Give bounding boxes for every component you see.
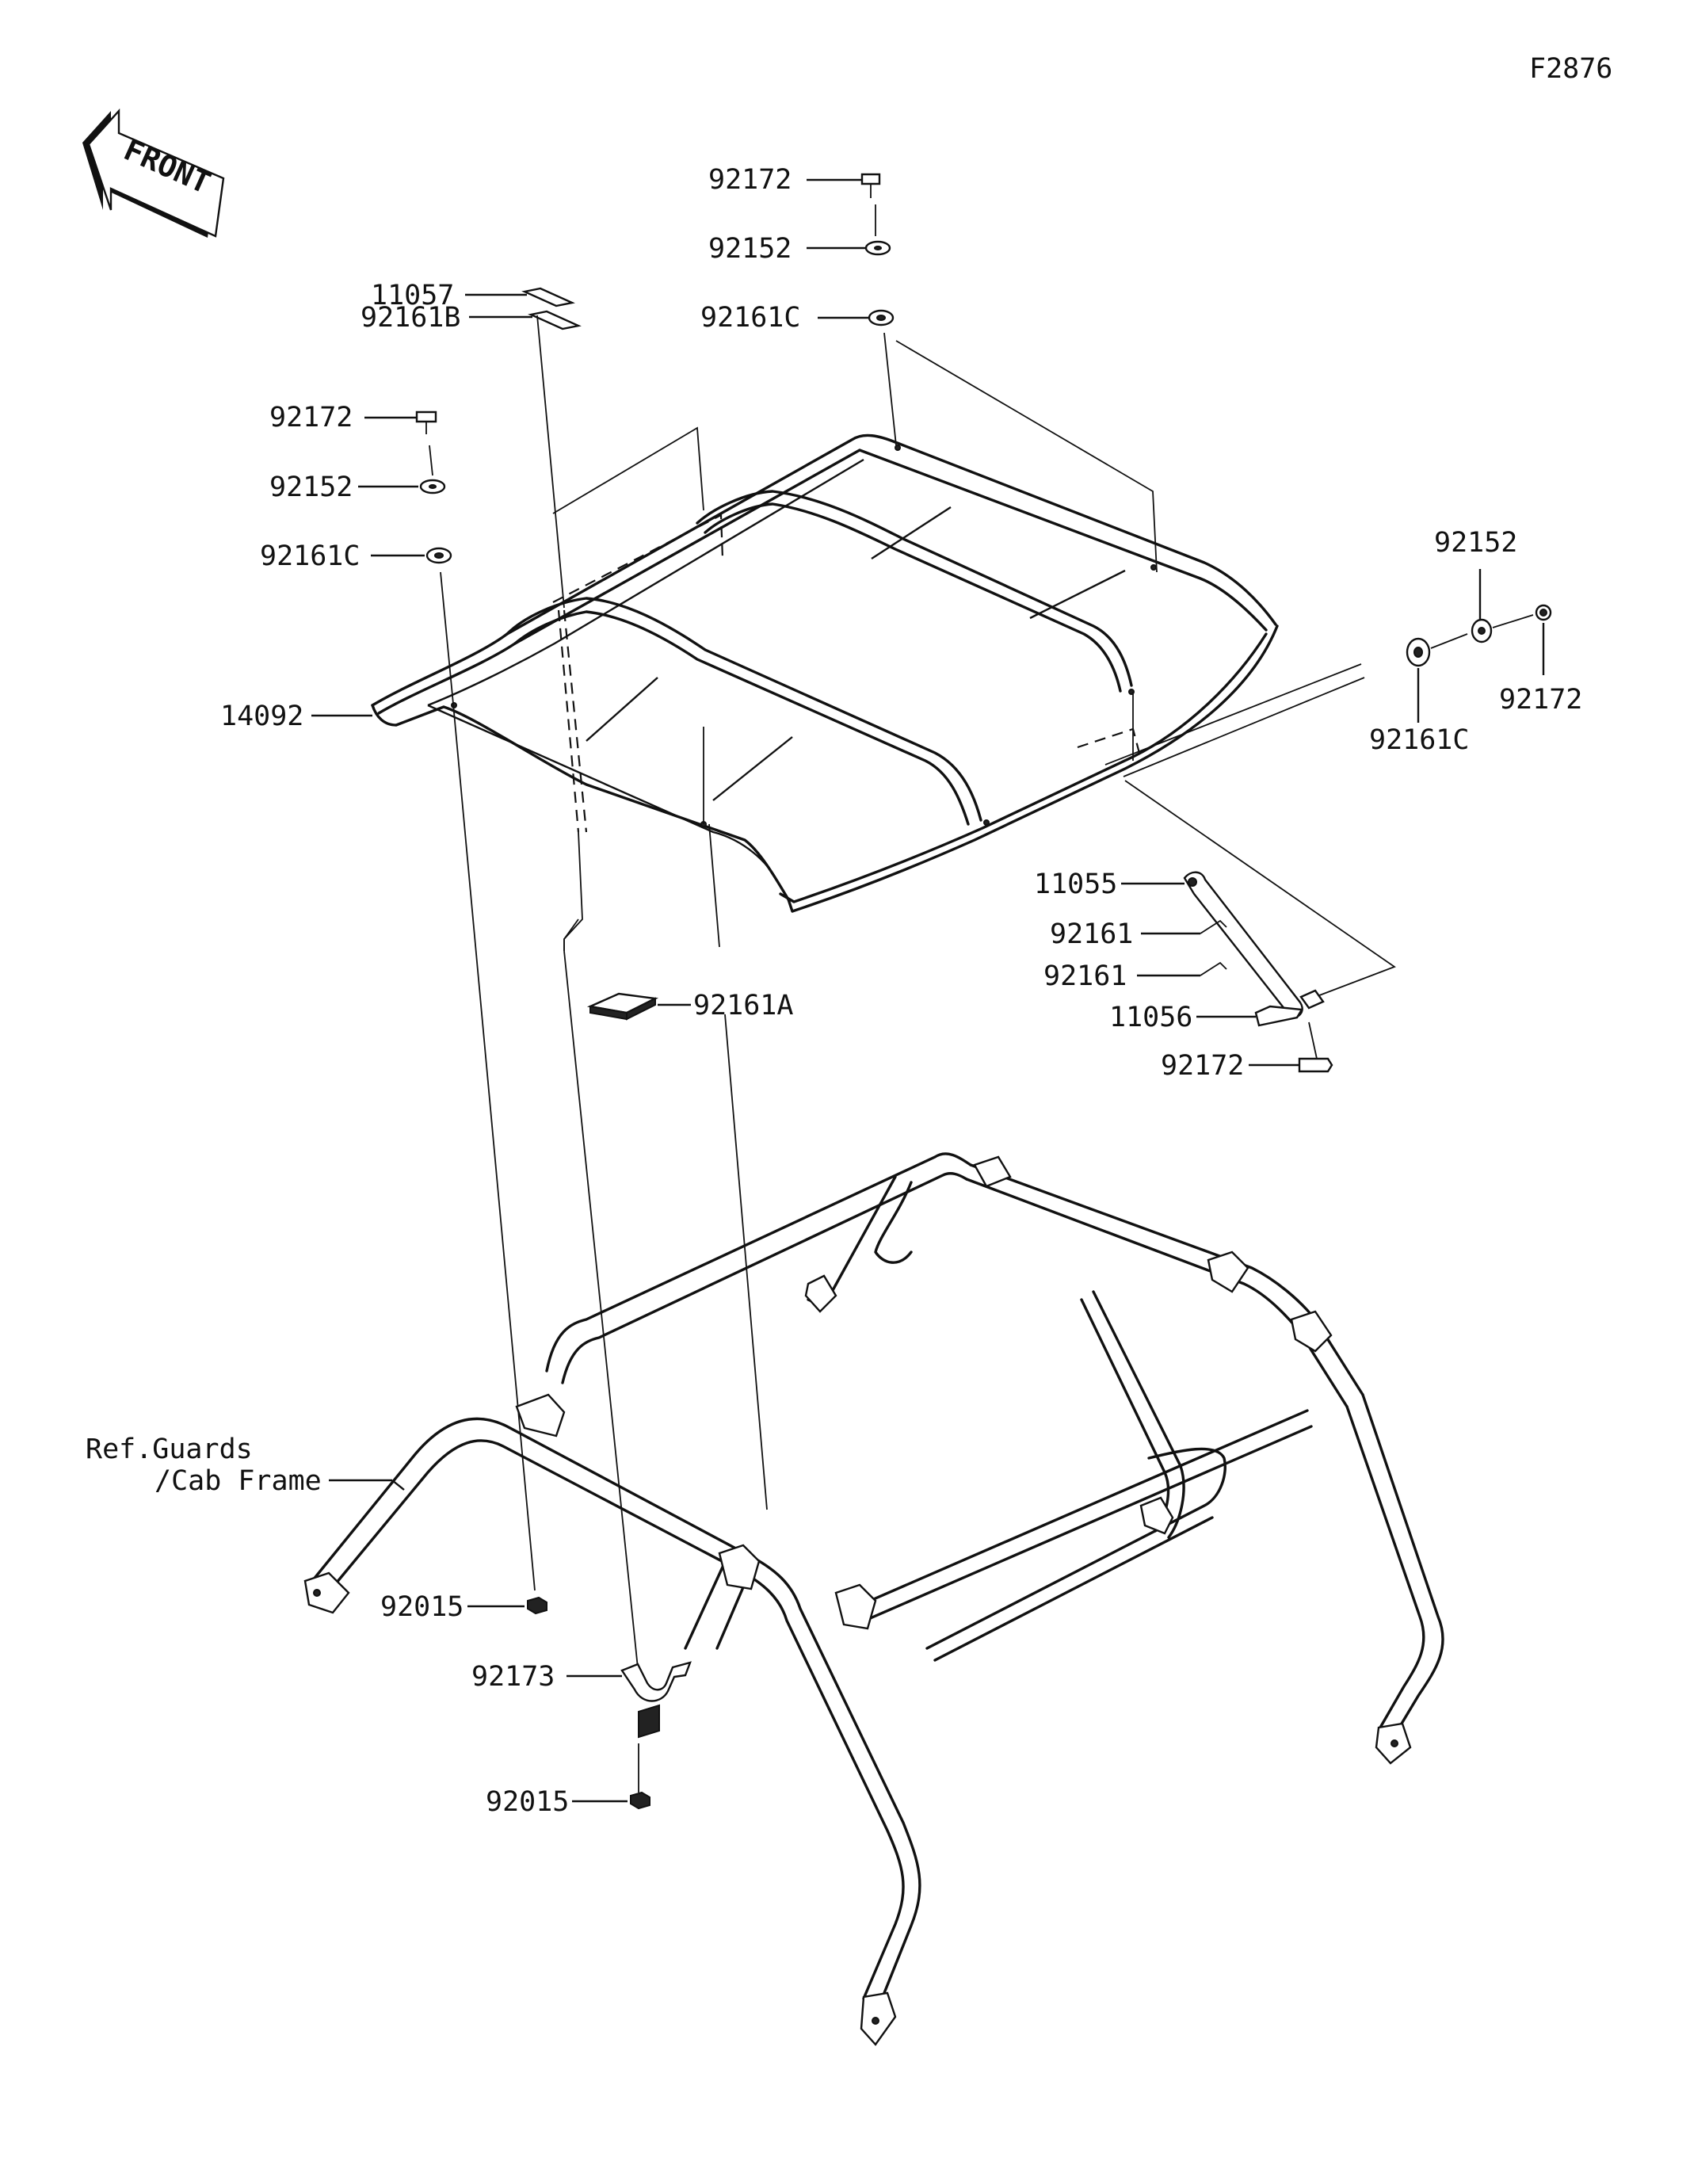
label-92161c-top: 92161C: [700, 302, 800, 334]
lower-hardware: [467, 1596, 692, 1810]
nut-92015-lower-icon: [630, 1791, 650, 1810]
install-leaders: [452, 703, 768, 1677]
label-11055: 11055: [1034, 869, 1117, 900]
label-92152-left: 92152: [269, 472, 353, 503]
label-92172-right: 92172: [1499, 684, 1582, 716]
cab-frame: [303, 1152, 1444, 2046]
nut-92015-upper-icon: [527, 1596, 547, 1615]
label-92161-b: 92161: [1043, 960, 1127, 992]
label-92161c-left: 92161C: [260, 540, 360, 572]
clamp-92173-icon: [620, 1661, 692, 1702]
label-92161c-right: 92161C: [1369, 724, 1469, 756]
label-92172-bracket: 92172: [1161, 1050, 1244, 1082]
label-92173: 92173: [471, 1661, 555, 1693]
label-92161b: 92161B: [361, 302, 460, 334]
bracket-11056-icon: [1254, 1005, 1304, 1027]
label-92172-top: 92172: [708, 164, 792, 196]
plate-92161b-icon: [528, 310, 582, 330]
bracket-11055-icon: [1183, 871, 1303, 1019]
right-hardware: [1104, 569, 1552, 777]
label-ref-guards: Ref.Guards: [86, 1434, 253, 1465]
label-cab-frame: /Cab Frame: [155, 1465, 322, 1497]
label-11057: 11057: [371, 280, 454, 311]
label-92161-a: 92161: [1050, 918, 1133, 950]
bolt-92172-bracket-icon: [1298, 1057, 1333, 1073]
label-92172-left: 92172: [269, 402, 353, 433]
label-11056: 11056: [1109, 1002, 1192, 1033]
label-92161a: 92161A: [693, 990, 793, 1021]
bolt-92172-top-icon: [860, 173, 881, 185]
label-92152-top: 92152: [708, 233, 792, 265]
front-arrow-icon: FRONT: [82, 108, 225, 238]
roof-panel: [371, 340, 1279, 913]
bracket-group: [1121, 780, 1396, 1073]
label-14092: 14092: [220, 701, 303, 732]
label-92015-upper: 92015: [380, 1591, 464, 1623]
figure-code: F2876: [1529, 53, 1612, 85]
left-hardware: [358, 287, 582, 704]
top-center-hardware: [807, 173, 897, 446]
bolt-92172-left-icon: [415, 410, 437, 423]
pad-92161a: [563, 918, 691, 1021]
bracket-11057-icon: [521, 287, 575, 307]
label-92152-right: 92152: [1434, 527, 1517, 559]
label-92015-lower: 92015: [486, 1786, 569, 1818]
